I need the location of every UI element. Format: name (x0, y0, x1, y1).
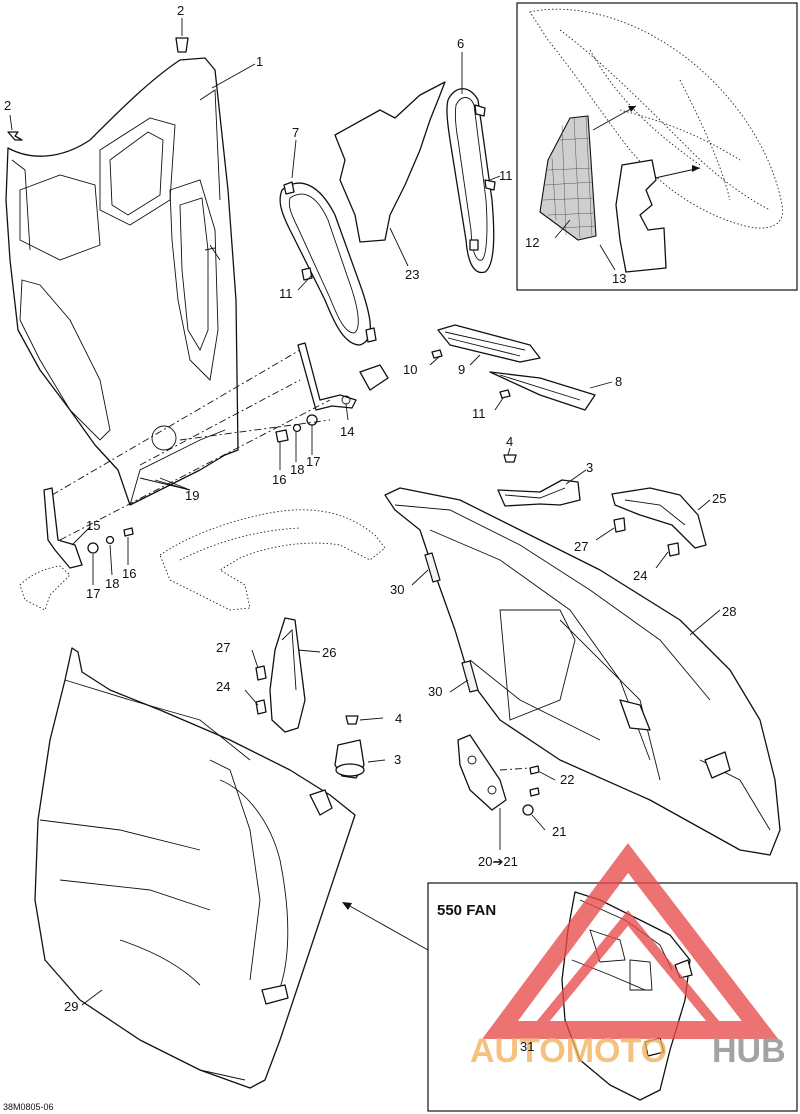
callout-19: 19 (185, 488, 199, 503)
callout-17: 17 (306, 454, 320, 469)
side-trim-part-8 (489, 371, 596, 411)
callout-11: 11 (279, 286, 293, 301)
callout-9: 9 (458, 362, 465, 377)
bracket-part-15 (43, 487, 83, 569)
callout-28: 28 (722, 604, 736, 619)
side-panel-part-28 (384, 487, 781, 856)
callout-10: 10 (403, 362, 417, 377)
vent-grille-part-6 (446, 88, 496, 274)
callout-30: 30 (390, 582, 404, 597)
adhesive-strip-30 (424, 552, 479, 693)
foam-panel-part-23 (334, 81, 446, 243)
callout-4: 4 (506, 434, 513, 449)
automotohub-watermark: AUTOMOTO HUB (470, 843, 786, 1070)
callout-24: 24 (216, 679, 230, 694)
callout-4: 4 (395, 711, 402, 726)
callout-12: 12 (525, 235, 539, 250)
vent-grille-part-7 (279, 181, 377, 346)
side-trim-part-9 (437, 324, 541, 363)
callout-29: 29 (64, 999, 78, 1014)
handle-part-3-upper (497, 479, 581, 507)
foam-piece-13 (615, 159, 667, 273)
callout-11: 11 (499, 168, 513, 183)
callout-6: 6 (457, 36, 464, 51)
callout-26: 26 (322, 645, 336, 660)
foam-detail-inset (516, 2, 798, 291)
callout-8: 8 (615, 374, 622, 389)
callout-21: 21 (552, 824, 566, 839)
callout-27: 27 (216, 640, 230, 655)
leader-lines (9, 18, 721, 1006)
watermark-text-automoto: AUTOMOTO (470, 1032, 667, 1070)
callout-20-21: 20➔21 (478, 854, 518, 869)
lower-side-panel-part-29 (34, 647, 356, 1089)
inset-title: 550 FAN (437, 902, 496, 919)
callout-labels: 1 2 2 6 7 11 11 23 12 13 10 9 8 11 14 16… (4, 3, 736, 1054)
handle-part-3-lower (334, 739, 365, 779)
callout-30: 30 (428, 684, 442, 699)
fastener-part-4-upper (503, 454, 517, 463)
callout-23: 23 (405, 267, 419, 282)
fan-550-inset (427, 882, 798, 1112)
trim-part-25 (611, 487, 707, 549)
bracket-part-20 (457, 734, 507, 811)
callout-7: 7 (292, 125, 299, 140)
callout-17: 17 (86, 586, 100, 601)
fastener-part-4-lower (345, 715, 359, 725)
callout-11: 11 (472, 406, 486, 421)
trim-part-26 (269, 617, 306, 733)
callout-15: 15 (86, 518, 100, 533)
callout-1: 1 (256, 54, 263, 69)
callout-3: 3 (394, 752, 401, 767)
callout-25: 25 (712, 491, 726, 506)
callout-24: 24 (633, 568, 647, 583)
dotted-reference-outline (19, 509, 386, 611)
callout-2: 2 (4, 98, 11, 113)
foam-piece-12 (539, 115, 597, 241)
callout-14: 14 (340, 424, 354, 439)
callout-13: 13 (612, 271, 626, 286)
callout-27: 27 (574, 539, 588, 554)
callout-31: 31 (520, 1039, 534, 1054)
drawing-code: 38M0805-06 (3, 1102, 54, 1112)
callout-18: 18 (105, 576, 119, 591)
callout-16: 16 (122, 566, 136, 581)
callout-22: 22 (560, 772, 574, 787)
callout-16: 16 (272, 472, 286, 487)
callout-18: 18 (290, 462, 304, 477)
callout-2: 2 (177, 3, 184, 18)
nut-part-21 (522, 804, 534, 816)
watermark-text-hub: HUB (712, 1032, 786, 1070)
upper-hood-part-1 (5, 57, 239, 506)
callout-3: 3 (586, 460, 593, 475)
mounting-bracket-part-14 (297, 342, 389, 411)
clip-fastener-icon (7, 37, 189, 141)
